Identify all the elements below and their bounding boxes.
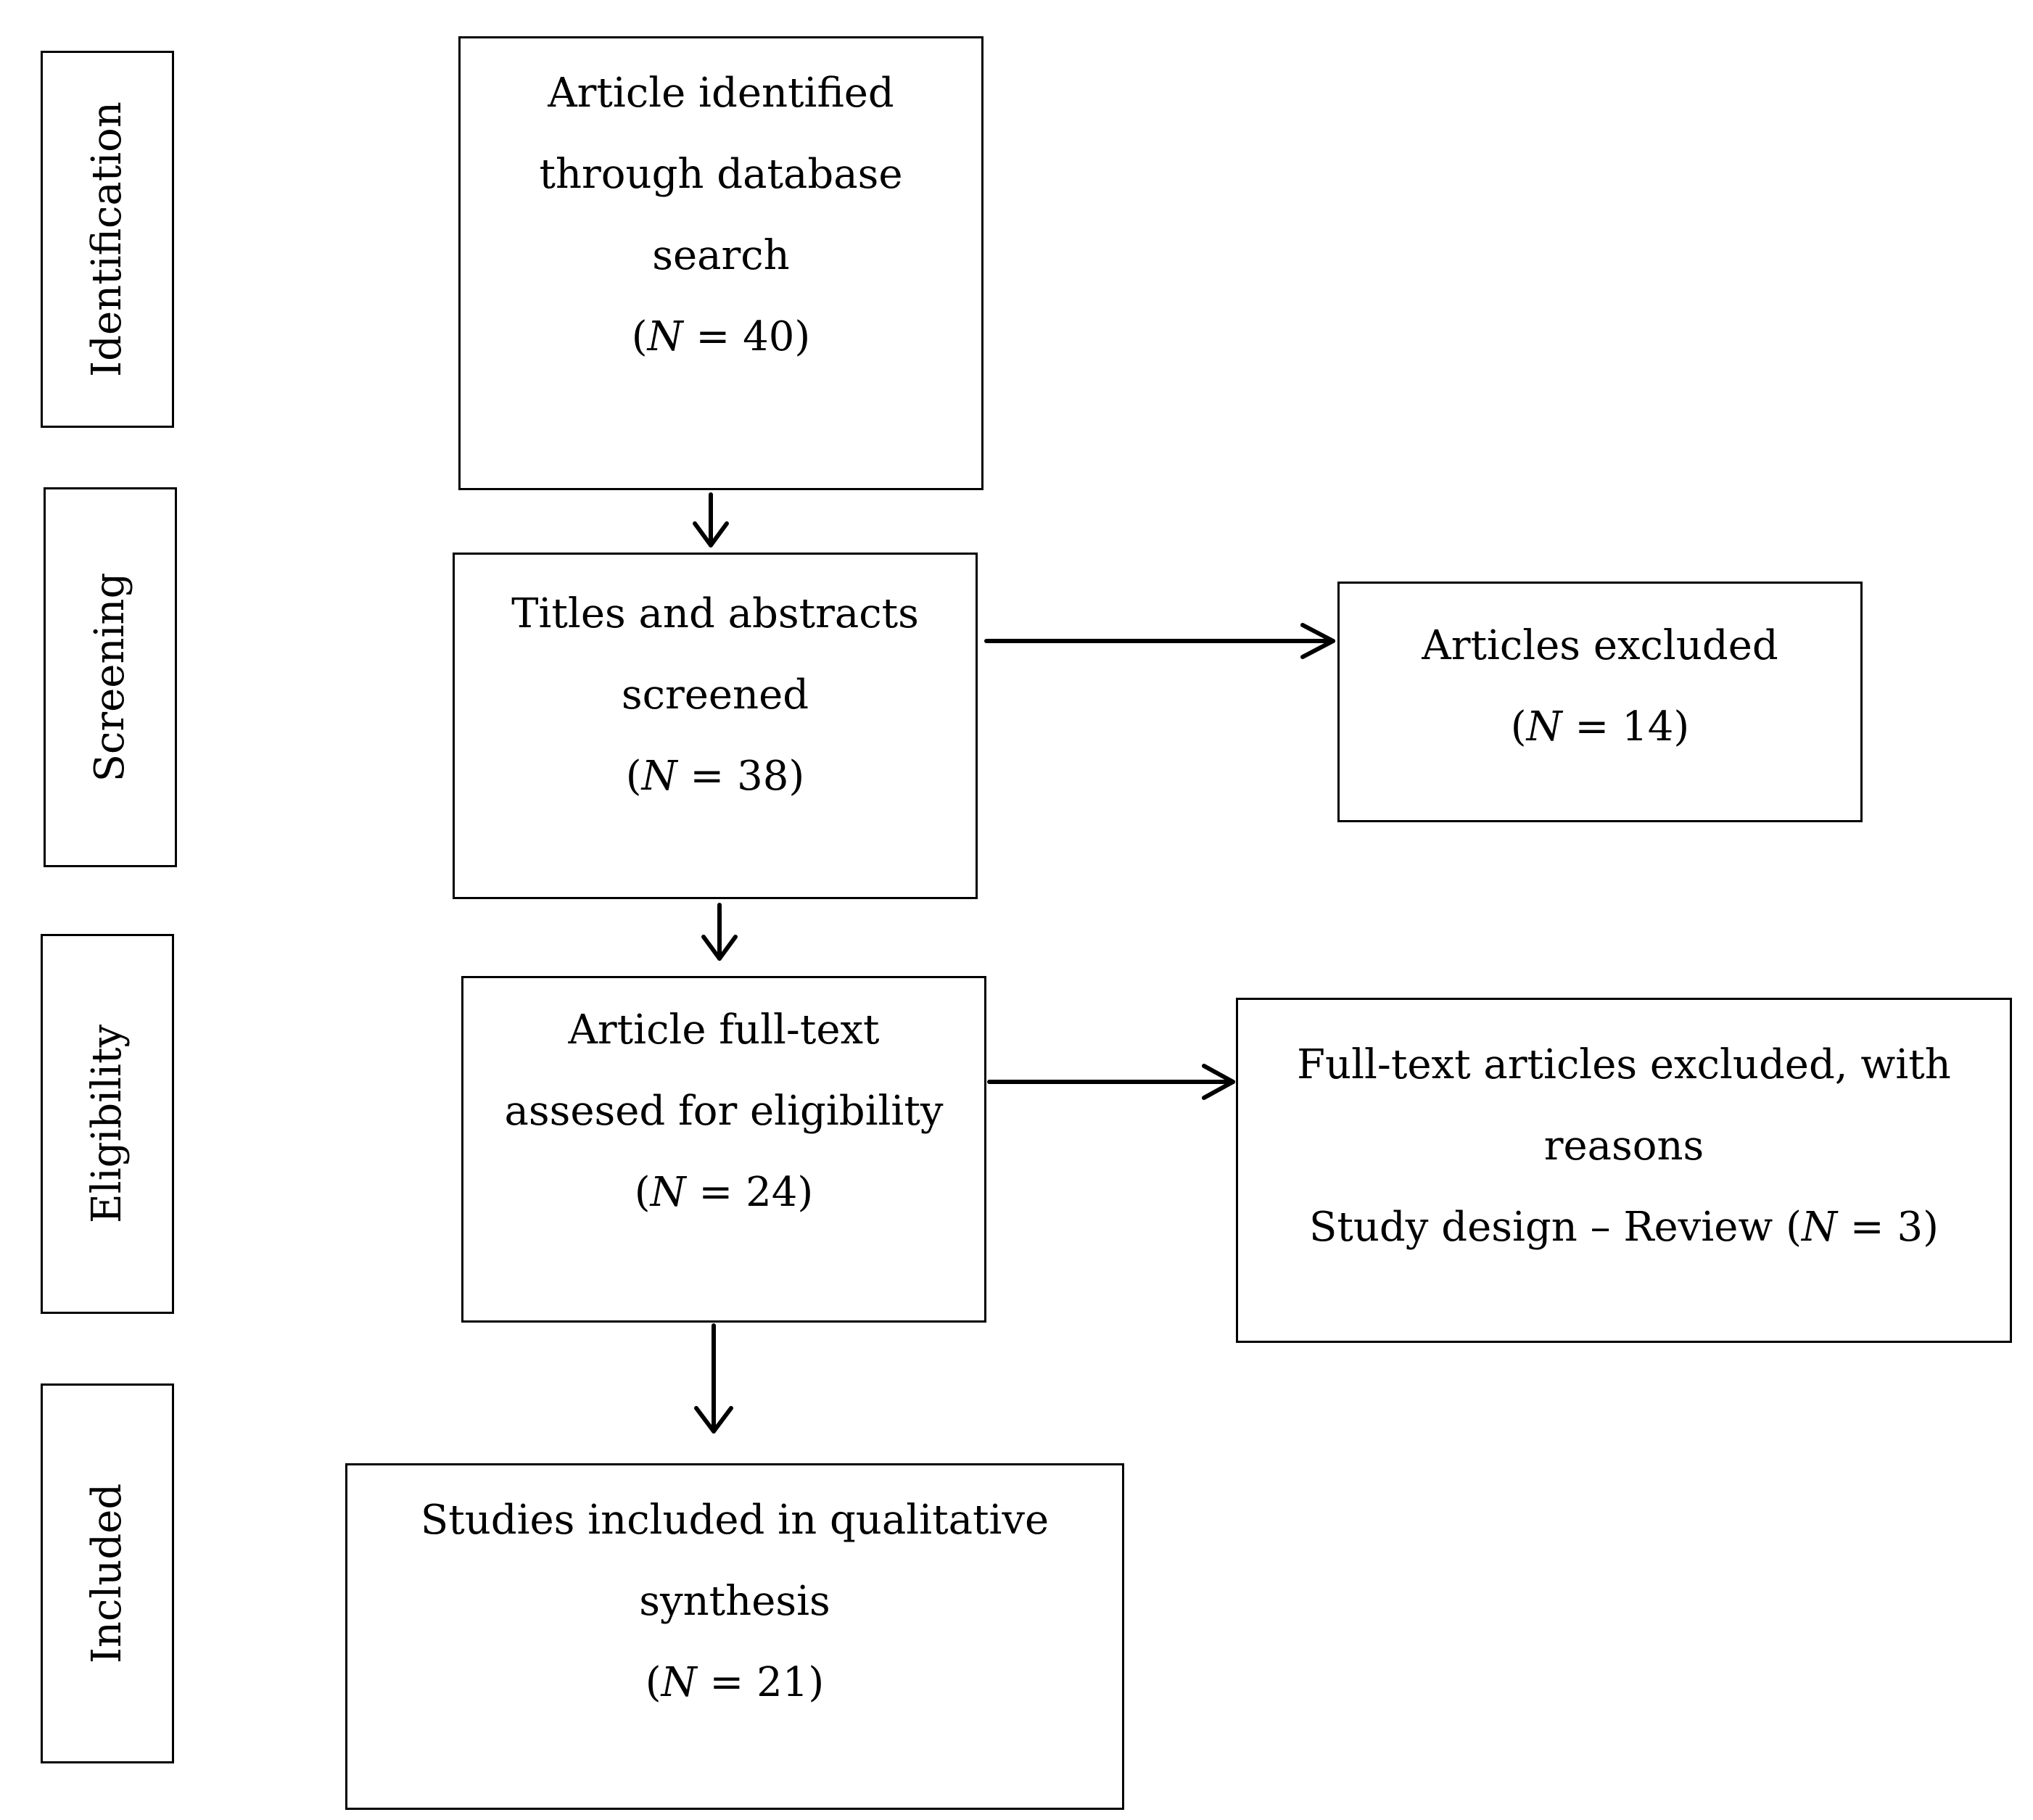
identified-line-2: through database bbox=[539, 151, 903, 198]
fulltext-excluded-n-symbol: N bbox=[1801, 1204, 1837, 1251]
included-box: Studies included in qualitative synthesi… bbox=[345, 1463, 1124, 1810]
fulltext-excluded-reason-label: Study design – Review bbox=[1309, 1204, 1773, 1251]
arrow-fulltext-to-included bbox=[694, 1323, 733, 1434]
arrow-identified-to-screened bbox=[693, 492, 729, 547]
identified-count: (N = 40) bbox=[631, 313, 811, 360]
screened-line-2: screened bbox=[621, 671, 809, 719]
excluded-n-symbol: N bbox=[1526, 703, 1562, 750]
screened-count: (N = 38) bbox=[625, 753, 805, 800]
excluded-count: (N = 14) bbox=[1510, 703, 1690, 750]
screened-line-1: Titles and abstracts bbox=[511, 590, 919, 637]
identified-n-symbol: N bbox=[647, 313, 683, 360]
stage-screening: Screening bbox=[44, 487, 177, 867]
included-count: (N = 21) bbox=[645, 1659, 825, 1706]
included-n-value: 21 bbox=[756, 1659, 809, 1706]
fulltext-excluded-reason: Study design – Review (N = 3) bbox=[1309, 1204, 1939, 1251]
fulltext-n-value: 24 bbox=[746, 1169, 798, 1216]
fulltext-n-symbol: N bbox=[650, 1169, 686, 1216]
identified-n-value: 40 bbox=[743, 313, 795, 360]
identified-box: Article identified through database sear… bbox=[458, 36, 983, 490]
fulltext-line-2: assesed for eligibility bbox=[504, 1088, 944, 1135]
fulltext-excluded-line-2: reasons bbox=[1543, 1122, 1704, 1170]
fulltext-excluded-box: Full-text articles excluded, with reason… bbox=[1236, 998, 2012, 1343]
stage-identification: Identification bbox=[41, 51, 174, 428]
included-line-1: Studies included in qualitative bbox=[420, 1497, 1050, 1544]
fulltext-excluded-n-value: 3 bbox=[1897, 1204, 1923, 1251]
arrow-fulltext-to-fulltext-excluded bbox=[987, 1064, 1235, 1100]
fulltext-box: Article full-text assesed for eligibilit… bbox=[461, 976, 986, 1323]
identified-line-3: search bbox=[652, 232, 790, 279]
screened-box: Titles and abstracts screened (N = 38) bbox=[453, 553, 978, 899]
stage-included: Included bbox=[41, 1383, 174, 1763]
screened-n-symbol: N bbox=[641, 753, 677, 800]
fulltext-line-1: Article full-text bbox=[568, 1006, 880, 1054]
fulltext-excluded-line-1: Full-text articles excluded, with bbox=[1297, 1041, 1951, 1088]
arrow-screened-to-fulltext bbox=[701, 903, 738, 961]
excluded-n-value: 14 bbox=[1622, 703, 1674, 750]
included-line-2: synthesis bbox=[639, 1578, 830, 1625]
excluded-line-1: Articles excluded bbox=[1422, 622, 1778, 669]
identified-line-1: Article identified bbox=[548, 70, 894, 117]
included-n-symbol: N bbox=[661, 1659, 697, 1706]
screened-n-value: 38 bbox=[737, 753, 789, 800]
arrow-screened-to-excluded bbox=[984, 623, 1335, 659]
fulltext-count: (N = 24) bbox=[634, 1169, 814, 1216]
stage-eligibility: Eligibility bbox=[41, 934, 174, 1314]
excluded-box: Articles excluded (N = 14) bbox=[1337, 582, 1863, 822]
